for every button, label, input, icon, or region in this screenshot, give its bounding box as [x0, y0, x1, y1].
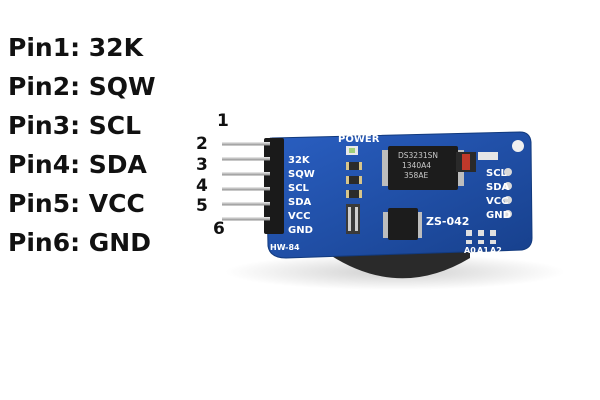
address-label-a1: A1	[477, 246, 489, 255]
eeprom-chip	[383, 208, 422, 240]
chip-text-line3: 358AE	[404, 171, 428, 180]
address-label-a2: A2	[490, 246, 502, 255]
smd-part	[346, 176, 362, 184]
pin-number-5: 5	[196, 196, 208, 216]
smd-cap	[346, 176, 349, 184]
right-hole	[504, 182, 512, 190]
pin-header	[264, 138, 284, 234]
right-hole	[504, 196, 512, 204]
pin-number-3: 3	[196, 155, 208, 175]
address-pad	[478, 240, 484, 244]
mount-hole	[512, 140, 524, 152]
pin-legend-item: Pin4: SDA	[8, 150, 147, 179]
chip-text-line2: 1340A4	[402, 161, 431, 170]
right-hole	[504, 210, 512, 218]
smd-cap	[346, 162, 349, 170]
header-pin	[222, 217, 270, 221]
address-pad	[490, 240, 496, 244]
board-label-sqw: SQW	[288, 169, 315, 180]
header-pin	[222, 202, 270, 206]
board-label-right-sda: SDA	[486, 182, 510, 193]
eeprom-body	[388, 208, 418, 240]
smd-cap	[359, 176, 362, 184]
board-label-32k: 32K	[288, 155, 311, 166]
board-label-sda: SDA	[288, 197, 312, 208]
board-label-model: ZS-042	[426, 215, 469, 228]
header-pins	[222, 142, 270, 221]
power-led-lens	[349, 148, 355, 153]
address-label-a0: A0	[464, 246, 476, 255]
chip-body	[388, 146, 458, 190]
smd-part	[346, 190, 362, 198]
address-pad	[466, 230, 472, 236]
board-label-right-scl: SCL	[486, 168, 508, 179]
pin-legend-item: Pin3: SCL	[8, 111, 142, 140]
smd-cap	[359, 162, 362, 170]
board-label-right-vcc: VCC	[486, 196, 508, 207]
header-pin	[222, 172, 270, 176]
board-label-scl: SCL	[288, 183, 310, 194]
pin-legend-item: Pin6: GND	[8, 228, 151, 257]
diode-band	[462, 154, 470, 170]
rtc-chip: DS3231SN 1340A4 358AE	[382, 146, 464, 190]
header-pin	[222, 142, 270, 146]
pin-legend-item: Pin1: 32K	[8, 33, 143, 62]
board-label-vcc: VCC	[288, 211, 310, 222]
pin-number-1: 1	[217, 111, 229, 131]
address-pads	[466, 230, 496, 244]
chip-text-line1: DS3231SN	[398, 151, 438, 160]
board-label-right-gnd: GND	[486, 210, 511, 221]
eeprom-pins-left	[383, 212, 389, 238]
right-hole	[504, 168, 512, 176]
right-pads	[478, 152, 512, 218]
header-pin	[222, 187, 270, 191]
board-label-hw84: HW-84	[270, 243, 300, 252]
address-pad	[490, 230, 496, 236]
smd-cap	[359, 190, 362, 198]
pin-number-4: 4	[196, 176, 208, 196]
eeprom-pins-right	[416, 212, 422, 238]
board-label-gnd: GND	[288, 225, 313, 236]
smd-cap	[346, 190, 349, 198]
header-pin	[222, 157, 270, 161]
right-pad	[488, 152, 498, 160]
resistor-contacts	[355, 207, 358, 231]
right-pad	[478, 152, 488, 160]
address-pad	[478, 230, 484, 236]
resistor-contacts	[348, 207, 351, 231]
address-pad	[466, 240, 472, 244]
smd-part	[346, 162, 362, 170]
pin-legend-item: Pin2: SQW	[8, 72, 156, 101]
pin-legend-item: Pin5: VCC	[8, 189, 145, 218]
pin-number-2: 2	[196, 134, 208, 154]
pin-legend: Pin1: 32K Pin2: SQW Pin3: SCL Pin4: SDA …	[8, 28, 156, 262]
board-label-power: POWER	[338, 134, 380, 145]
pin-number-6: 6	[213, 219, 225, 239]
chip-pins-left	[382, 150, 390, 186]
smd-components	[346, 162, 362, 234]
